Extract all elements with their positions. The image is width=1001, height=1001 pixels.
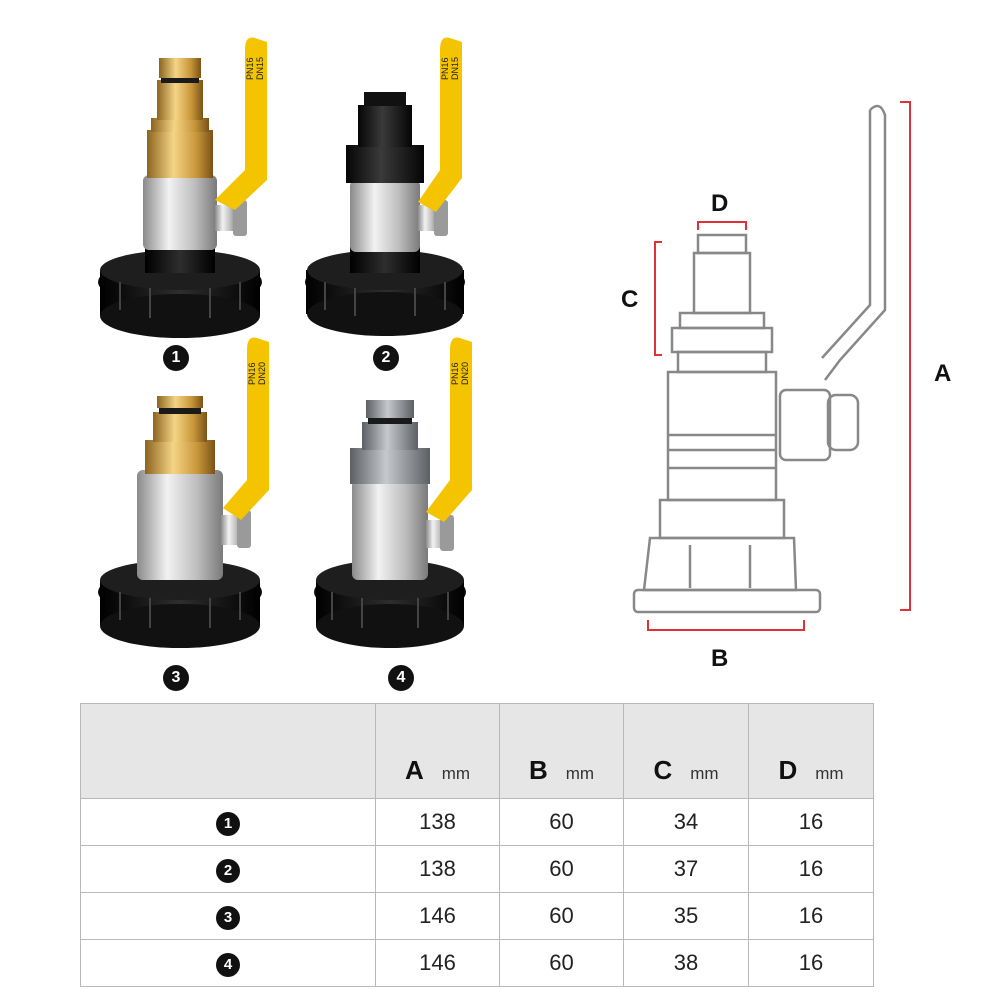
cell-a: 138 [375, 845, 500, 893]
svg-text:PN16: PN16 [440, 57, 450, 80]
product-photo-2: PN16 DN15 [305, 37, 465, 336]
cell-c: 34 [623, 798, 749, 846]
cell-a: 138 [375, 798, 500, 846]
product-photo-4: PN16 DN20 [314, 337, 472, 648]
dimension-label-a: A [934, 360, 952, 387]
product-badge-2: 2 [373, 345, 399, 371]
cell-b: 60 [499, 798, 624, 846]
table-row: 4 146 60 38 16 [80, 939, 874, 987]
dimension-diagram [632, 101, 911, 631]
cell-d: 16 [748, 798, 874, 846]
product-badge-1: 1 [163, 345, 189, 371]
svg-text:DN15: DN15 [450, 57, 460, 80]
cell-d: 16 [748, 845, 874, 893]
cell-c: 37 [623, 845, 749, 893]
cell-b: 60 [499, 845, 624, 893]
cell-c: 38 [623, 939, 749, 987]
svg-text:PN16: PN16 [247, 362, 257, 385]
cell-a: 146 [375, 939, 500, 987]
product-badge-3: 3 [163, 665, 189, 691]
cell-b: 60 [499, 892, 624, 940]
cell-d: 16 [748, 939, 874, 987]
dimension-label-d: D [711, 190, 729, 217]
svg-text:PN16: PN16 [450, 362, 460, 385]
svg-text:DN20: DN20 [257, 362, 267, 385]
header-model [80, 703, 376, 799]
table-row: 2 138 60 37 16 [80, 845, 874, 893]
row-model: 4 [80, 939, 376, 987]
product-photo-3: PN16 DN20 [98, 337, 269, 648]
cell-d: 16 [748, 892, 874, 940]
product-badge-4: 4 [388, 665, 414, 691]
svg-text:DN15: DN15 [255, 57, 265, 80]
cell-c: 35 [623, 892, 749, 940]
row-model: 3 [80, 892, 376, 940]
cell-a: 146 [375, 892, 500, 940]
dimension-label-c: C [621, 286, 639, 313]
product-photo-1: PN16 DN15 [98, 37, 267, 338]
table-row: 1 138 60 34 16 [80, 798, 874, 846]
svg-text:DN20: DN20 [460, 362, 470, 385]
row-model: 2 [80, 845, 376, 893]
svg-text:PN16: PN16 [245, 57, 255, 80]
dimension-label-b: B [711, 645, 729, 672]
row-model: 1 [80, 798, 376, 846]
table-row: 3 146 60 35 16 [80, 892, 874, 940]
cell-b: 60 [499, 939, 624, 987]
